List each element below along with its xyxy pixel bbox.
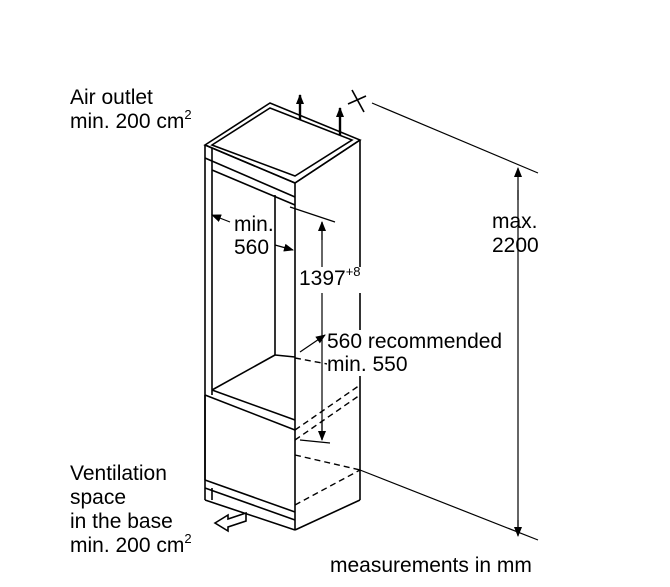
cabinet-top — [203, 102, 362, 184]
units-note: measurements in mm — [330, 554, 532, 577]
ventilation-label: Ventilation space in the base min. 200 c… — [70, 462, 192, 557]
air-outlet-arrows — [296, 89, 367, 135]
ventilation-superscript: 2 — [184, 531, 192, 546]
hidden-lines — [294, 357, 361, 506]
niche-height-dimension — [289, 206, 336, 444]
max-height-dimension — [359, 102, 539, 541]
air-outlet-label: Air outlet min. 200 cm2 — [70, 86, 192, 133]
base-cabinet — [204, 389, 361, 531]
ventilation-arrow — [213, 511, 247, 533]
depth-dimension — [299, 334, 326, 353]
max-height-label: max. 2200 — [492, 210, 539, 257]
depth-label: 560 recommended min. 550 — [327, 330, 503, 376]
niche-height-tolerance: +8 — [345, 264, 361, 279]
min-width-label: min. 560 — [234, 213, 274, 259]
air-outlet-superscript: 2 — [184, 107, 192, 122]
niche-height-label: 1397+8 — [299, 264, 361, 293]
cabinet-frame — [204, 139, 361, 530]
width-dimension — [211, 214, 294, 252]
